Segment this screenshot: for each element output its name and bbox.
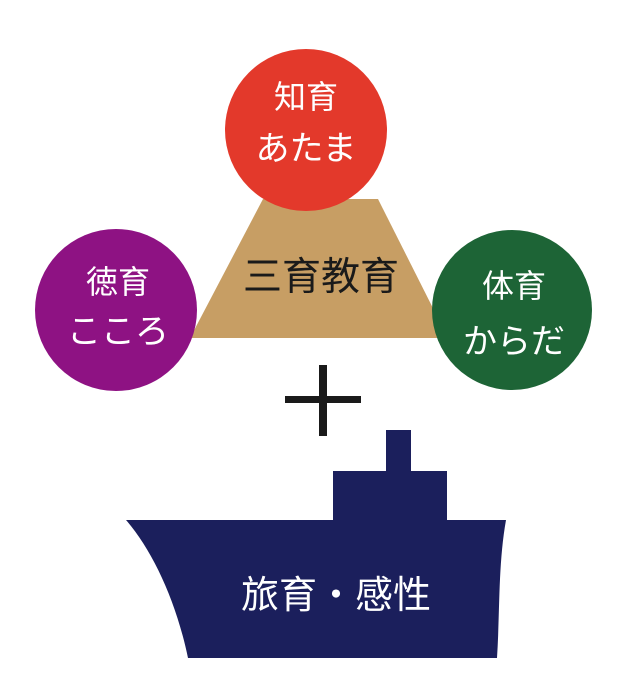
circle-left-line1: 徳育 (86, 263, 150, 301)
circle-left-line2: こころ (67, 312, 169, 352)
ship-cabin (333, 471, 447, 523)
circle-right: 体育 からだ (432, 230, 592, 390)
center-label: 三育教育 (243, 255, 399, 300)
plus-vertical-bar (319, 365, 327, 436)
circle-right-line1: 体育 (482, 267, 546, 305)
plus-sign (285, 365, 361, 436)
circle-right-line2: からだ (463, 322, 565, 362)
ship-funnel (386, 430, 411, 475)
circle-top-line2: あたま (256, 129, 357, 169)
circle-top-shape (225, 49, 387, 211)
circle-right-shape (432, 230, 592, 390)
circle-left-shape (35, 229, 197, 391)
ship-hull (126, 520, 506, 658)
center-triangle (190, 199, 448, 338)
circle-left: 徳育 こころ (35, 229, 197, 391)
ship-label: 旅育・感性 (241, 573, 431, 617)
circle-top-line1: 知育 (274, 78, 338, 116)
circle-top: 知育 あたま (225, 49, 387, 211)
ship: 旅育・感性 (126, 430, 506, 658)
